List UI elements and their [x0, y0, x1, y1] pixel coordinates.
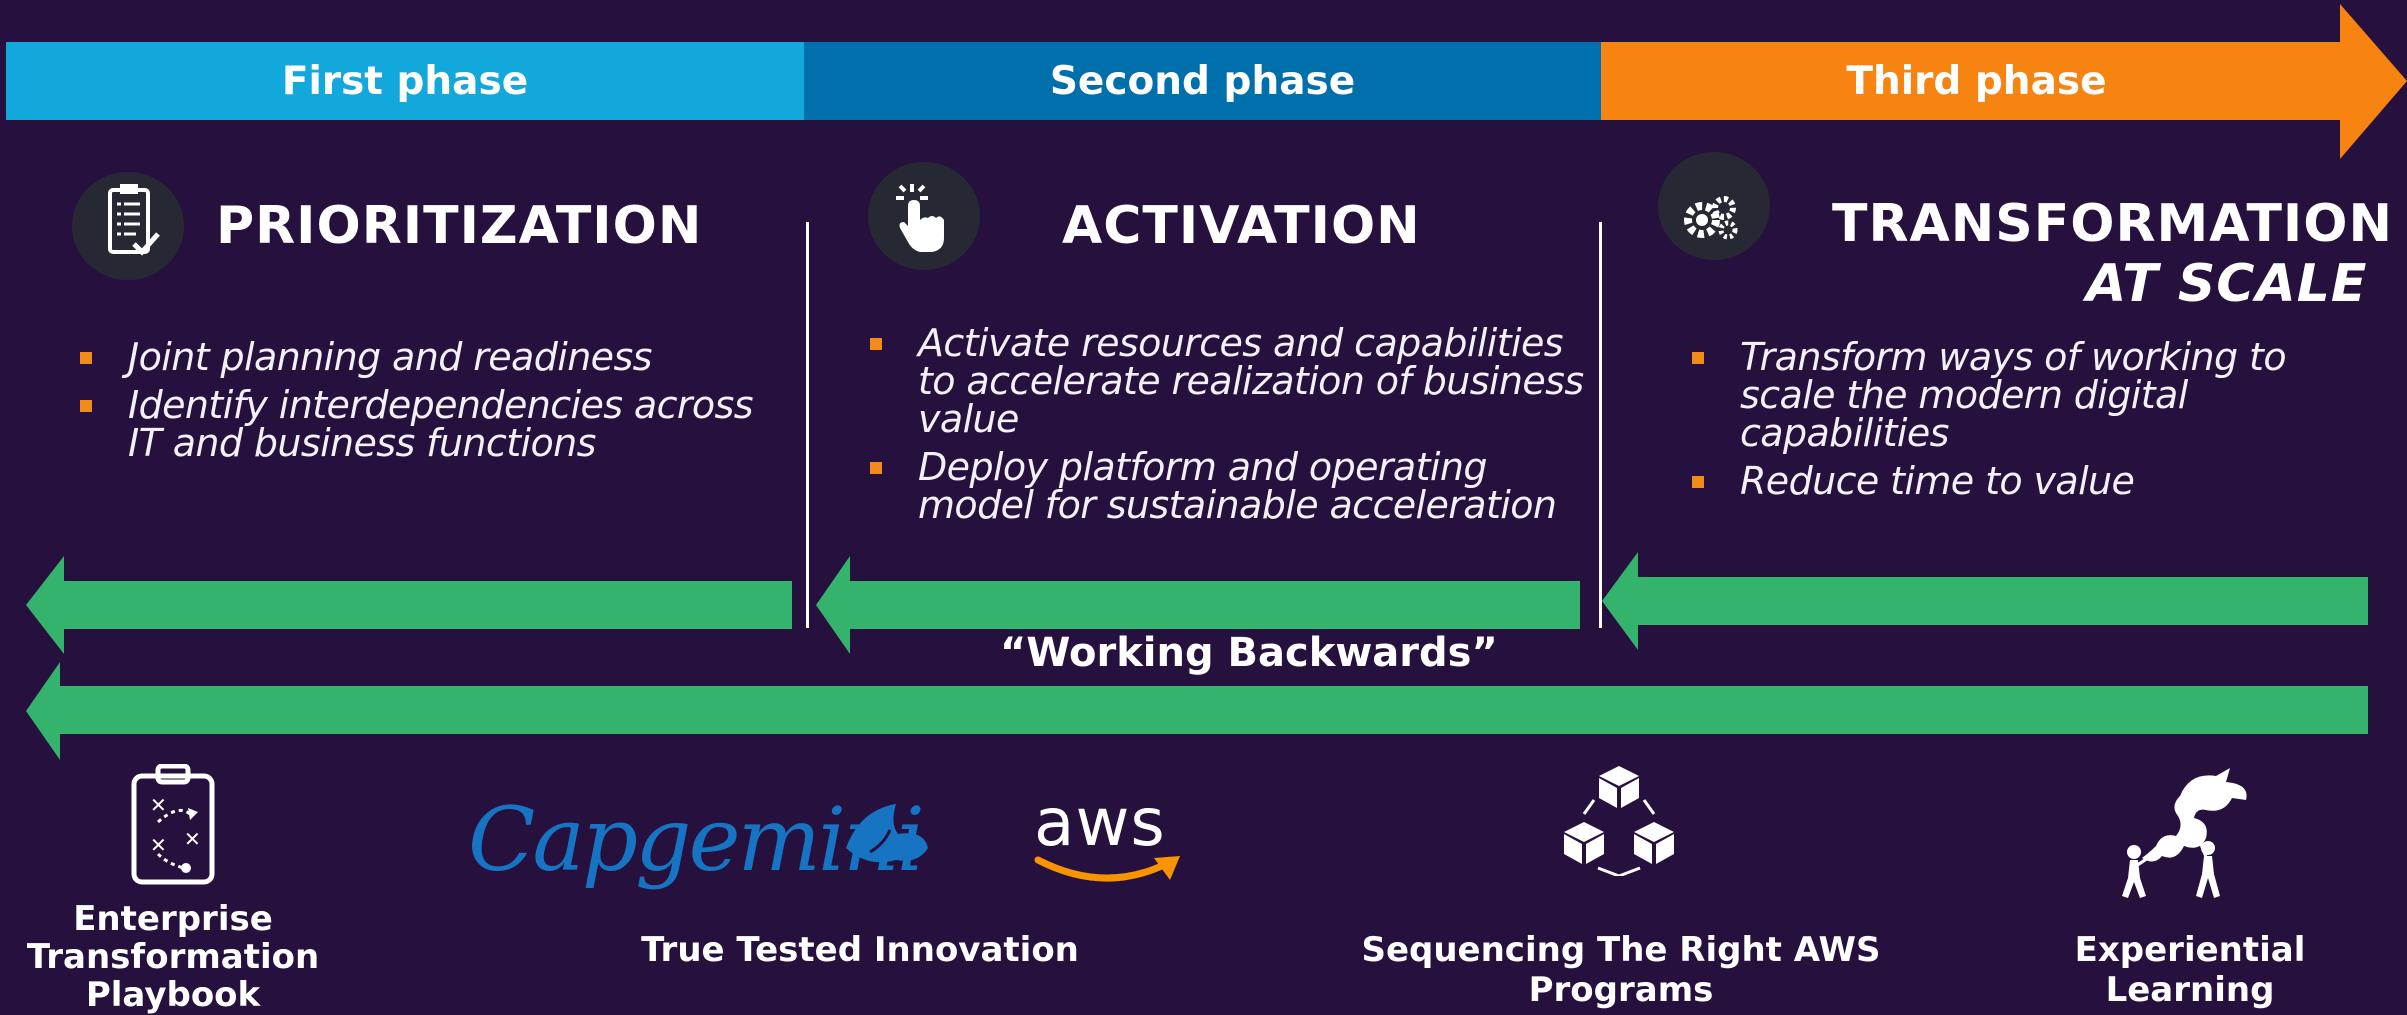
strategy-clipboard-icon: ✕ ✕ ✕ [131, 764, 215, 885]
capgemini-wordmark: Capgemini [468, 788, 925, 891]
arrow-working-backwards [26, 662, 2368, 760]
programs-label: Sequencing The Right AWS Programs [1361, 930, 1881, 1010]
phase-first: First phase [6, 42, 804, 120]
phase-third: Third phase [1601, 42, 2352, 120]
capgemini-spade-icon [846, 804, 928, 863]
arrow-prioritization [26, 556, 792, 654]
tap-hand-icon [896, 184, 944, 252]
transformation-subtitle: AT SCALE [2086, 254, 2368, 314]
activation-bullet-2: Deploy platform and operating model for … [868, 448, 1608, 524]
phase-second-label: Second phase [1049, 58, 1356, 104]
transformation-bullet-1: Transform ways of working to scale the m… [1690, 338, 2330, 452]
aws-wordmark: aws [1034, 784, 1166, 861]
phase-third-label: Third phase [1846, 58, 2107, 104]
prioritization-title: PRIORITIZATION [216, 196, 703, 256]
clipboard-checklist-icon [108, 184, 160, 256]
activation-bullets: Activate resources and capabilities to a… [868, 324, 1608, 534]
prioritization-bullets: Joint planning and readiness Identify in… [78, 338, 758, 472]
svg-text:✕: ✕ [150, 833, 167, 857]
prioritization-bullet-1: Joint planning and readiness [78, 338, 758, 376]
working-backwards-label: “Working Backwards” [1000, 630, 1498, 676]
transformation-icon-circle [1658, 152, 1770, 260]
divider-2 [1599, 222, 1602, 628]
arrow-activation [816, 556, 1580, 654]
activation-title: ACTIVATION [1062, 196, 1421, 256]
phase-second: Second phase [804, 42, 1601, 120]
dragon-kite-icon [2122, 768, 2247, 898]
activation-bullet-1: Activate resources and capabilities to a… [868, 324, 1608, 438]
svg-text:✕: ✕ [184, 827, 201, 851]
prioritization-icon-circle [72, 172, 184, 280]
transformation-bullet-2: Reduce time to value [1690, 462, 2330, 500]
aws-smile-icon [1034, 856, 1180, 882]
phase-first-label: First phase [281, 58, 529, 104]
innovation-label: True Tested Innovation [641, 930, 1079, 970]
transformation-bullets: Transform ways of working to scale the m… [1690, 338, 2330, 510]
capgemini-logo: Capgemini [464, 780, 934, 891]
phase-arrow-head [2340, 4, 2407, 159]
playbook-label: Enterprise Transformation Playbook [26, 899, 320, 1015]
linked-cubes-icon [1564, 766, 1674, 876]
divider-1 [806, 222, 809, 628]
activation-icon-circle [868, 162, 980, 270]
arrow-transformation [1602, 552, 2368, 650]
prioritization-bullet-2: Identify interdependencies across IT and… [78, 386, 758, 462]
aws-logo: aws [1026, 784, 1186, 894]
learning-label: Experiential Learning [2074, 930, 2306, 1010]
svg-text:✕: ✕ [150, 793, 167, 817]
gears-icon [1684, 196, 1738, 240]
transformation-title: TRANSFORMATION [1832, 194, 2393, 254]
